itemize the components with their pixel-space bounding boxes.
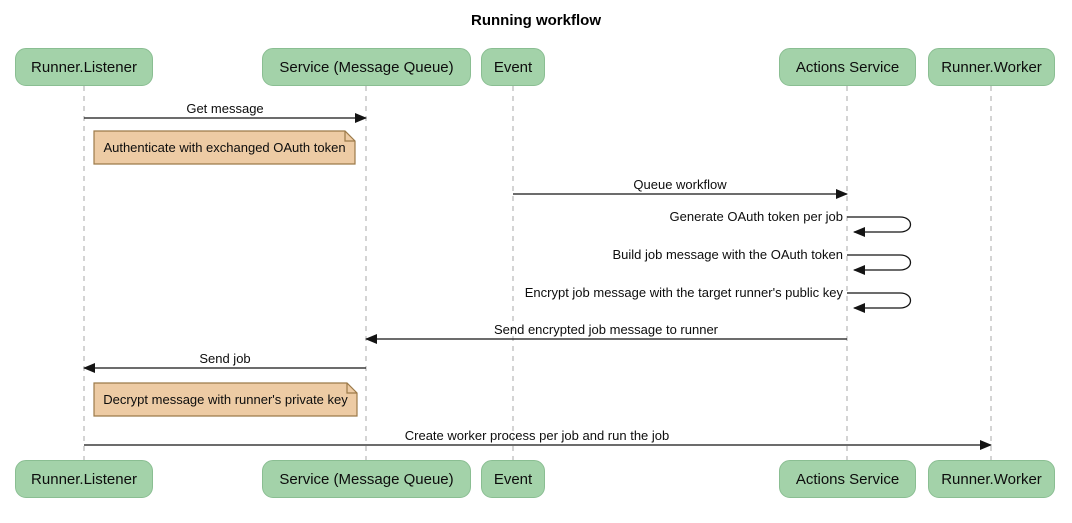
message-label-send-job: Send job — [199, 351, 251, 366]
note-decrypt-text: Decrypt message with runner's private ke… — [103, 392, 348, 407]
message-label-queue-workflow: Queue workflow — [633, 177, 727, 192]
actor-label: Event — [493, 58, 533, 76]
actor-label: Service (Message Queue) — [279, 470, 454, 488]
arrow-self-build-job-message — [847, 254, 912, 275]
note-authenticate-shape — [93, 130, 356, 165]
arrow-self-generate-oauth-token — [847, 216, 912, 237]
arrow-self-encrypt-job-message — [847, 292, 912, 313]
actor-top-actions-service: Actions Service — [779, 48, 916, 86]
message-label-create-worker-process: Create worker process per job and run th… — [404, 428, 670, 443]
actor-label: Actions Service — [795, 470, 900, 488]
actor-label: Actions Service — [795, 58, 900, 76]
message-label-build-job-message: Build job message with the OAuth token — [612, 247, 843, 262]
actor-label: Runner.Listener — [31, 58, 137, 76]
diagram-title: Running workflow — [471, 12, 601, 29]
actor-top-event: Event — [481, 48, 545, 86]
message-label-send-encrypted-job-message: Send encrypted job message to runner — [493, 322, 719, 337]
actor-bottom-event: Event — [481, 460, 545, 498]
actor-bottom-service-message-queue: Service (Message Queue) — [262, 460, 471, 498]
actor-bottom-actions-service: Actions Service — [779, 460, 916, 498]
actor-bottom-runner-listener: Runner.Listener — [15, 460, 153, 498]
actor-label: Runner.Worker — [941, 58, 1042, 76]
actor-top-service-message-queue: Service (Message Queue) — [262, 48, 471, 86]
actor-bottom-runner-worker: Runner.Worker — [928, 460, 1055, 498]
actor-label: Runner.Listener — [31, 470, 137, 488]
actor-top-runner-worker: Runner.Worker — [928, 48, 1055, 86]
note-decrypt-fold — [346, 383, 357, 394]
actor-label: Runner.Worker — [941, 470, 1042, 488]
message-label-generate-oauth-token: Generate OAuth token per job — [669, 209, 843, 224]
actor-label: Event — [493, 470, 533, 488]
note-authenticate-text: Authenticate with exchanged OAuth token — [103, 140, 346, 155]
actor-top-runner-listener: Runner.Listener — [15, 48, 153, 86]
message-label-get-message: Get message — [186, 101, 264, 116]
actor-label: Service (Message Queue) — [279, 58, 454, 76]
message-label-encrypt-job-message: Encrypt job message with the target runn… — [524, 285, 843, 300]
note-decrypt-shape — [93, 382, 358, 417]
note-authenticate-fold — [344, 131, 355, 142]
